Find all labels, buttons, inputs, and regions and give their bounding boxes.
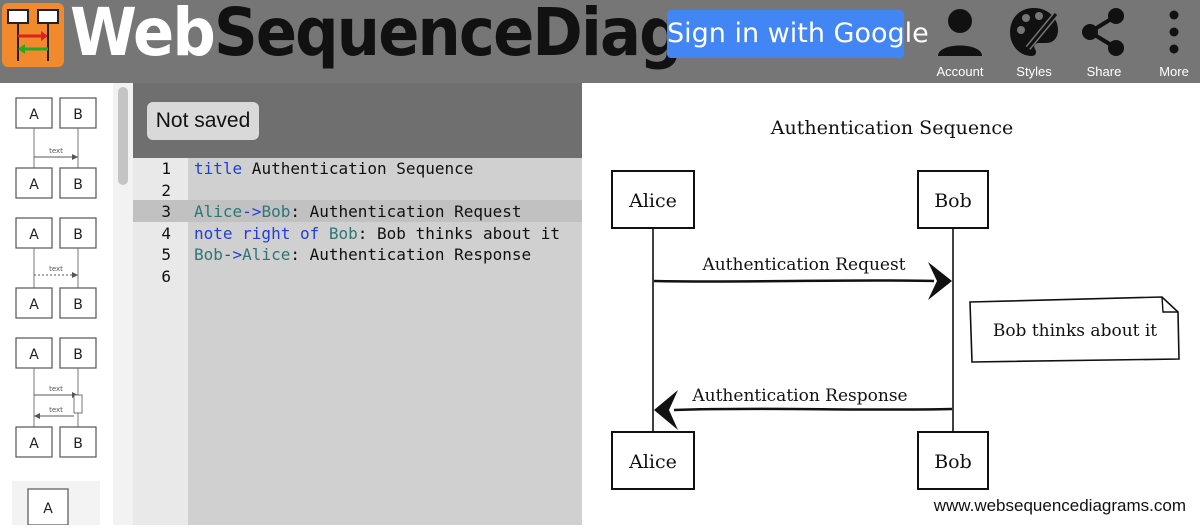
code-token: : Authentication Request <box>290 202 522 221</box>
participant-bob-label: Bob <box>934 190 972 212</box>
save-status-button[interactable]: Not saved <box>147 102 259 140</box>
participant-alice-top <box>611 170 695 229</box>
sidebar-scrollbar[interactable] <box>113 83 133 525</box>
thumb-msg: text <box>49 147 63 155</box>
watermark: www.websequencediagrams.com <box>933 496 1186 515</box>
message-response-arrow <box>673 407 953 412</box>
sign-in-google-button[interactable]: Sign in with Google <box>667 10 929 58</box>
code-token: Bob <box>328 223 358 243</box>
note-fold <box>1161 296 1178 313</box>
thumb-a: A <box>29 107 39 123</box>
share-icon <box>1082 8 1124 56</box>
code-token: Alice <box>194 202 243 221</box>
styles-button[interactable]: Styles <box>998 4 1070 80</box>
code-line[interactable]: Alice->Bob: Authentication Request <box>194 201 522 223</box>
app-header: WebSequenceDiagrams Sign in with Google … <box>0 0 1200 83</box>
line-number: 6 <box>161 266 171 286</box>
more-vert-icon <box>1169 10 1179 54</box>
code-line[interactable]: title Authentication Sequence <box>194 158 473 180</box>
more-label: More <box>1159 64 1189 79</box>
template-sidebar: A B text A B A B text A B <box>0 83 133 526</box>
participant-alice-bottom-label: Alice <box>628 451 677 473</box>
code-token: note right of <box>194 223 329 243</box>
template-thumbnail[interactable]: A B text A B <box>12 91 100 205</box>
line-number: 5 <box>161 245 171 264</box>
code-token: -> <box>222 245 243 264</box>
code-token: : Bob thinks about it <box>357 223 561 243</box>
thumb-a: A <box>29 347 39 363</box>
thumb-b: B <box>73 227 83 243</box>
code-token: Bob <box>261 202 291 221</box>
code-token: Authentication Sequence <box>242 159 474 178</box>
thumb-a-bottom: A <box>29 177 39 193</box>
thumb-a-bottom: A <box>29 436 39 452</box>
message-request-label: Authentication Request <box>701 255 905 275</box>
code-token: Alice <box>242 245 291 264</box>
message-request-arrowhead <box>928 262 952 300</box>
template-thumbnail[interactable]: A <box>12 481 100 529</box>
thumb-b-bottom: B <box>73 436 83 452</box>
thumb-b: B <box>73 347 83 363</box>
palette-icon <box>1010 8 1059 56</box>
thumb-msg: text <box>49 385 63 393</box>
line-number: 4 <box>161 223 171 243</box>
thumb-a: A <box>43 501 53 517</box>
line-number: 1 <box>161 159 171 178</box>
code-token: -> <box>242 202 262 221</box>
message-response-label: Authentication Response <box>691 386 907 406</box>
code-token: title <box>194 159 243 178</box>
line-number: 3 <box>161 202 171 221</box>
account-icon <box>938 9 982 56</box>
logo-icon[interactable] <box>2 3 64 67</box>
brand-web: Web <box>70 0 216 71</box>
template-thumbnail[interactable]: A B text A B <box>12 211 100 325</box>
diagram-title: Authentication Sequence <box>770 117 1013 139</box>
thumb-msg-2: text <box>49 406 63 414</box>
code-line[interactable]: note right of Bob: Bob thinks about it <box>194 223 560 245</box>
scrollbar-thumb[interactable] <box>118 87 128 185</box>
more-button[interactable]: More <box>1138 4 1200 80</box>
account-label: Account <box>936 64 984 79</box>
styles-label: Styles <box>1016 64 1052 79</box>
thumb-a: A <box>29 227 39 243</box>
thumb-msg: text <box>49 265 63 273</box>
participant-bob-top <box>917 170 989 229</box>
share-label: Share <box>1086 64 1122 79</box>
message-response-arrowhead <box>654 390 678 430</box>
thumb-b-bottom: B <box>73 297 83 313</box>
share-button[interactable]: Share <box>1068 4 1140 80</box>
diagram-preview: Authentication Sequence Alice Bob Authen… <box>582 83 1200 525</box>
editor-toolbar: Not saved <box>133 83 582 158</box>
account-button[interactable]: Account <box>924 4 996 80</box>
template-thumbnail[interactable]: A B text text A B <box>12 331 100 465</box>
code-token: : Authentication Response <box>290 245 532 264</box>
active-line-highlight <box>133 200 582 222</box>
participant-alice-label: Alice <box>628 190 677 212</box>
participant-alice-bottom <box>611 431 695 490</box>
thumb-a-bottom: A <box>29 297 39 313</box>
note-text: Bob thinks about it <box>993 321 1157 341</box>
participant-bob-bottom <box>917 431 989 490</box>
code-token: Bob <box>194 245 223 264</box>
participant-bob-bottom-label: Bob <box>934 451 972 473</box>
note-box <box>969 296 1180 363</box>
thumb-b-bottom: B <box>73 177 83 193</box>
thumb-b: B <box>73 107 83 123</box>
message-request-arrow <box>653 279 935 283</box>
code-line[interactable]: Bob->Alice: Authentication Response <box>194 244 531 266</box>
line-number: 2 <box>161 180 171 200</box>
